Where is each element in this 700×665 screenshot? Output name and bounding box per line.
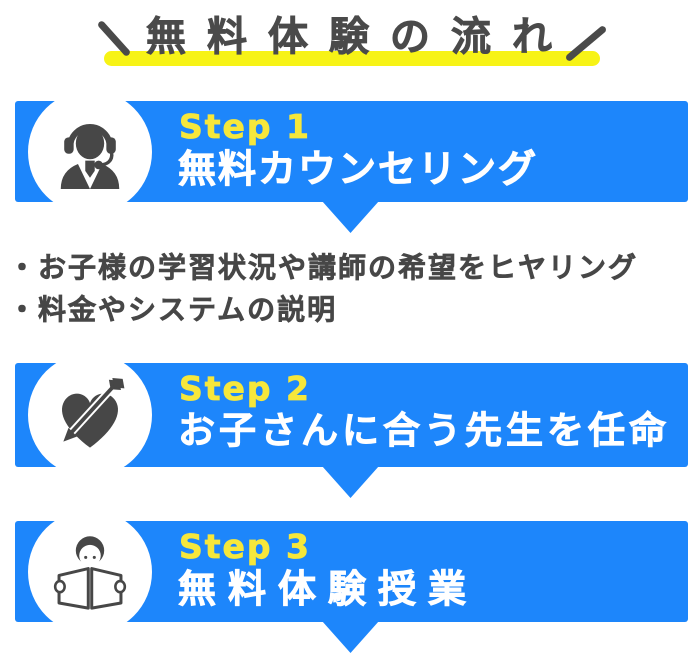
note-pricing: ・料金やシステムの説明 xyxy=(8,293,338,327)
title-yellow-highlight xyxy=(104,51,600,66)
step3-label: Step 3 xyxy=(179,527,311,566)
person-reading-book-icon xyxy=(53,535,127,610)
step2-text-block: Step 2 お子さんに合う先生を任命 xyxy=(178,363,680,467)
call-center-agent-icon xyxy=(60,123,120,189)
heart-with-arrow-icon xyxy=(62,378,125,448)
step3-banner: Step 3 無料体験授業 xyxy=(15,521,688,622)
step3-heading: 無料体験授業 xyxy=(178,567,479,612)
step3-icon-circle xyxy=(28,521,152,622)
step1-label: Step 1 xyxy=(179,107,311,146)
step2-banner: Step 2 お子さんに合う先生を任命 xyxy=(15,363,688,467)
step1-pointer-triangle xyxy=(322,201,379,233)
step1-banner: Step 1 無料カウンセリング xyxy=(15,101,688,202)
step1-heading: 無料カウンセリング xyxy=(178,147,539,192)
step1-icon-circle xyxy=(28,101,152,202)
step1-notes: ・お子様の学習状況や講師の希望をヒヤリング ・料金やシステムの説明 xyxy=(8,247,638,331)
step2-heading: お子さんに合う先生を任命 xyxy=(178,409,670,453)
step3-pointer-triangle xyxy=(322,621,379,653)
note-hearing: ・お子様の学習状況や講師の希望をヒヤリング xyxy=(8,251,639,285)
step2-pointer-triangle xyxy=(322,466,379,498)
step3-text-block: Step 3 無料体験授業 xyxy=(178,521,680,622)
page-title: 無料体験の流れ xyxy=(146,14,573,60)
step1-text-block: Step 1 無料カウンセリング xyxy=(178,101,680,202)
step2-label: Step 2 xyxy=(179,369,311,408)
step2-icon-circle xyxy=(28,363,152,467)
